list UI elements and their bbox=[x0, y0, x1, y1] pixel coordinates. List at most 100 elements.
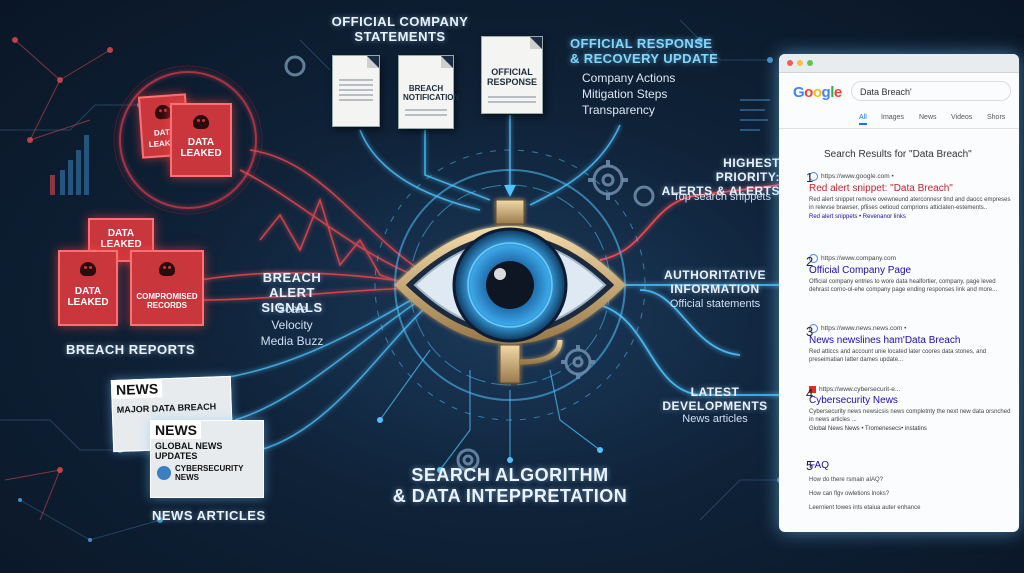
official-response-doc: OFFICIAL RESPONSE bbox=[481, 36, 543, 114]
news-favicon-icon bbox=[809, 386, 816, 393]
signals-item-1: Scale bbox=[276, 302, 308, 316]
statements-title: OFFICIAL COMPANY STATEMENTS bbox=[330, 14, 470, 44]
latest-line1: LATEST bbox=[690, 385, 740, 399]
skull-icon bbox=[159, 262, 175, 276]
breach-doc-3-line2: LEAKED bbox=[100, 239, 142, 250]
tab-shors[interactable]: Shors bbox=[987, 114, 1006, 121]
signals-items: Scale Velocity Media Buzz bbox=[240, 301, 344, 349]
newspaper-1-head: NEWS bbox=[111, 379, 163, 400]
result-5-title[interactable]: FAQ bbox=[809, 460, 830, 471]
tab-news[interactable]: News bbox=[919, 114, 937, 121]
result-5-footer: How can flgv owletions lnoks? bbox=[809, 491, 890, 497]
result-5-desc: How do there rsmain aIAQ? bbox=[809, 477, 884, 483]
newspaper-2: NEWS GLOBAL NEWS UPDATES CYBERSECURITY N… bbox=[150, 420, 264, 498]
priority-line2: ALERTS & ALERTS bbox=[661, 184, 780, 198]
result-1-title[interactable]: Red alert snippet: "Data Breach" bbox=[809, 183, 953, 194]
result-2-title[interactable]: Official Company Page bbox=[809, 265, 912, 276]
breach-notification-text: BREACH NOTIFICATION bbox=[403, 84, 460, 102]
newspaper-2-head: NEWS bbox=[151, 421, 201, 439]
skull-icon bbox=[193, 115, 209, 129]
response-title: OFFICIAL RESPONSE & RECOVERY UPDATE bbox=[570, 36, 718, 66]
maximize-dot-icon[interactable] bbox=[807, 60, 813, 66]
signals-item-3: Media Buzz bbox=[260, 334, 324, 348]
breach-doc-2: DATA LEAKED bbox=[170, 103, 232, 177]
breach-doc-3-line1: DATA bbox=[107, 228, 135, 239]
result-2-url[interactable]: https://www.company.com bbox=[821, 255, 897, 263]
result-1-url[interactable]: https://www.google.com • bbox=[821, 173, 894, 181]
newspaper-2-sub1: GLOBAL NEWS UPDATES bbox=[155, 441, 223, 461]
tab-videos[interactable]: Videos bbox=[951, 114, 973, 121]
latest-sub: News articles bbox=[682, 413, 748, 425]
result-4-url[interactable]: https://www.cybersecurit-e... bbox=[819, 386, 901, 394]
statements-title-line2: STATEMENTS bbox=[354, 29, 446, 44]
signals-title: BREACH ALERT SIGNALS bbox=[240, 270, 344, 315]
result-1[interactable]: https://www.google.com • Red alert snipp… bbox=[809, 172, 1014, 220]
result-number-3: 3 bbox=[806, 324, 814, 339]
skull-icon bbox=[80, 262, 96, 276]
algorithm-line2: & DATA INTEPPRETATION bbox=[392, 486, 628, 506]
statements-title-line1: OFFICIAL COMPANY bbox=[331, 14, 469, 29]
result-4-footer[interactable]: Global News News • Tromenesecs• instatin… bbox=[809, 426, 927, 433]
compromised-line2: RECORDS bbox=[146, 301, 187, 310]
signals-title-line2: SIGNALS bbox=[261, 300, 323, 315]
close-dot-icon[interactable] bbox=[787, 60, 793, 66]
result-4[interactable]: https://www.cybersecurit-e... Cybersecur… bbox=[809, 386, 1014, 432]
latest-title: LATEST DEVELOPMENTS bbox=[660, 385, 770, 413]
result-1-desc: Red alert snippet remove ovewneund aterc… bbox=[809, 197, 1011, 211]
result-1-footer[interactable]: Red alert snippets • Revenanor links bbox=[809, 214, 906, 220]
algorithm-title: SEARCH ALGORITHM & DATA INTEPPRETATION bbox=[380, 465, 640, 507]
breach-doc-4-text: DATA LEAKED bbox=[60, 286, 116, 308]
compromised-records-doc: COMPROMISED RECORDS bbox=[130, 250, 204, 326]
authoritative-line2: INFORMATION bbox=[670, 282, 760, 296]
result-number-2: 2 bbox=[806, 254, 814, 269]
result-5[interactable]: FAQ How do there rsmain aIAQ? How can fl… bbox=[809, 458, 1014, 512]
breach-doc-2-text: DATA LEAKED bbox=[172, 137, 230, 159]
tab-images[interactable]: Images bbox=[881, 114, 904, 121]
authoritative-title: AUTHORITATIVE INFORMATION bbox=[660, 268, 770, 296]
signals-item-2: Velocity bbox=[271, 318, 313, 332]
response-title-line2: & RECOVERY UPDATE bbox=[570, 51, 719, 66]
search-input[interactable]: Data Breach' bbox=[851, 81, 1011, 101]
news-articles-label: NEWS ARTICLES bbox=[152, 508, 266, 523]
response-item-2: Mitigation Steps bbox=[582, 87, 668, 101]
response-item-3: Transparency bbox=[582, 103, 655, 117]
breach-doc-3-text: DATA LEAKED bbox=[90, 228, 152, 250]
globe-icon bbox=[157, 466, 171, 480]
tab-all[interactable]: All bbox=[859, 114, 867, 125]
response-title-line1: OFFICIAL RESPONSE bbox=[570, 36, 713, 51]
response-items: Company Actions Mitigation Steps Transpa… bbox=[582, 70, 675, 118]
search-results-window: Google Data Breach' All Images News Vide… bbox=[779, 54, 1019, 532]
result-number-5: 5 bbox=[806, 458, 814, 473]
compromised-records-text: COMPROMISED RECORDS bbox=[132, 292, 202, 310]
breach-notification-doc: BREACH NOTIFICATION bbox=[398, 55, 460, 129]
result-3-url[interactable]: https://www.news.news.com • bbox=[821, 325, 907, 333]
newspaper-2-sub2: CYBERSECURITY NEWS bbox=[175, 464, 243, 482]
signals-title-line1: BREACH ALERT bbox=[262, 270, 322, 300]
breach-doc-4-line1: DATA bbox=[74, 286, 102, 297]
response-item-1: Company Actions bbox=[582, 71, 676, 85]
algorithm-line1: SEARCH ALGORITHM bbox=[411, 465, 609, 485]
breach-reports-label: BREACH REPORTS bbox=[66, 342, 196, 357]
result-2-desc: Official company entries to wore data he… bbox=[809, 279, 998, 293]
google-logo[interactable]: Google bbox=[793, 84, 842, 101]
result-number-1: 1 bbox=[806, 170, 814, 185]
result-4-desc: Cybersecurity news newsicsis news comple… bbox=[809, 409, 1011, 424]
newspaper-2-sub2-line2: NEWS bbox=[175, 473, 199, 482]
priority-sub: Top search snippets bbox=[673, 191, 771, 203]
breach-doc-4-line2: LEAKED bbox=[67, 297, 109, 308]
google-favicon-icon bbox=[809, 324, 818, 333]
newspaper-1-sub: MAJOR DATA BREACH bbox=[116, 401, 217, 415]
result-4-title[interactable]: Cybersecurity News bbox=[809, 395, 898, 407]
breach-doc-2-line2: LEAKED bbox=[180, 148, 222, 159]
minimize-dot-icon[interactable] bbox=[797, 60, 803, 66]
priority-title: HIGHEST PRIORITY: ALERTS & ALERTS bbox=[660, 156, 780, 198]
result-2[interactable]: https://www.company.com Official Company… bbox=[809, 254, 1014, 294]
result-5-extra: Leernient towes ints etaiua auter enhanc… bbox=[809, 505, 921, 511]
result-3[interactable]: https://www.news.news.com • News newslin… bbox=[809, 324, 1014, 364]
breach-doc-2-line1: DATA bbox=[187, 137, 215, 148]
official-response-line1: OFFICIAL bbox=[491, 67, 533, 77]
result-3-title[interactable]: News newslines ham'Data Breach bbox=[809, 335, 961, 346]
result-number-4: 4 bbox=[806, 386, 814, 401]
statement-doc-1 bbox=[332, 55, 380, 127]
result-3-desc: Red atticcs and account unie located lat… bbox=[809, 349, 987, 363]
